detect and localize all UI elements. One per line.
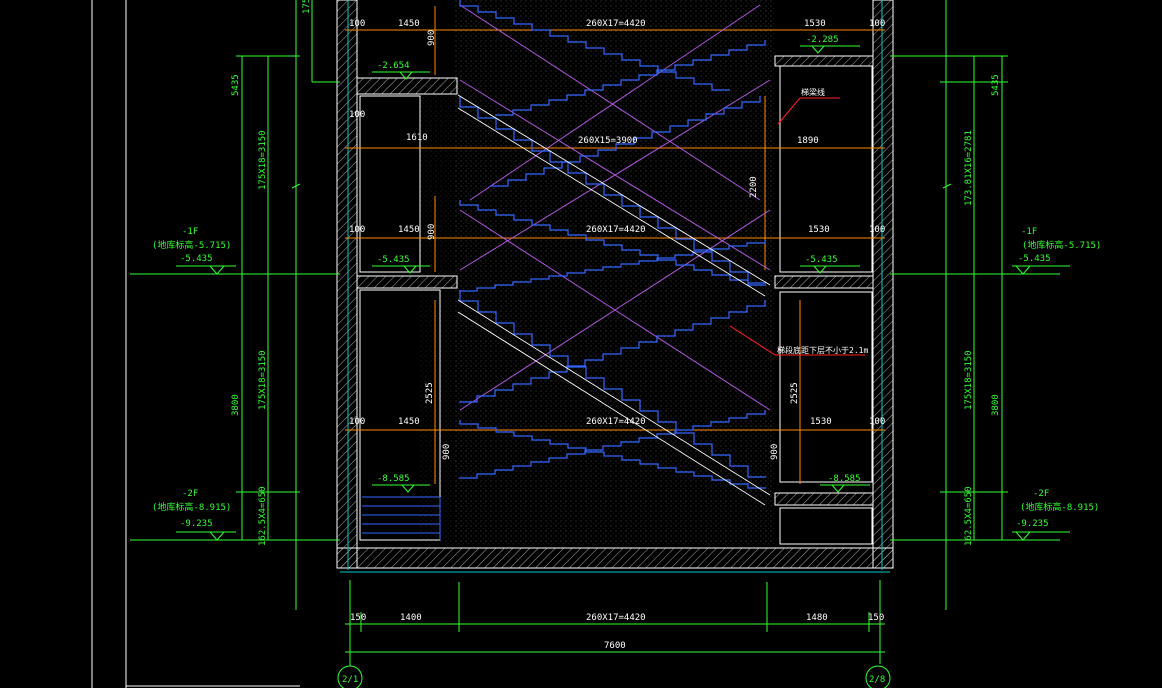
level-right-1f-elev: -5.435 bbox=[1018, 254, 1051, 264]
note-beam-line: 梯梁线 bbox=[801, 87, 825, 97]
stair-flights bbox=[459, 0, 766, 489]
dim-mid-run: 260X17=4420 bbox=[586, 225, 646, 235]
axis-right-label: 2/8 bbox=[869, 675, 885, 685]
flight-low-b bbox=[459, 300, 766, 403]
elev-5435-right-stair: -5.435 bbox=[805, 255, 838, 265]
flight-low-c bbox=[459, 420, 766, 489]
bottom-dimension-chain bbox=[345, 580, 885, 664]
dim-left-3150-upper: 175X18=3150 bbox=[258, 130, 268, 190]
stair-core-fill bbox=[455, 0, 775, 545]
elev-2285: -2.285 bbox=[806, 35, 839, 45]
axis-left-label: 2/1 bbox=[342, 675, 358, 685]
axis-bubbles bbox=[337, 664, 891, 688]
flight-top-a bbox=[459, 0, 730, 91]
level-right-1f-note: (地库标高-5.715) bbox=[1022, 239, 1101, 251]
walls bbox=[336, 0, 894, 569]
dim-left-3150-lower: 175X18=3150 bbox=[258, 350, 268, 410]
elevation-markers bbox=[176, 45, 1070, 541]
dim-um-1610: 1610 bbox=[406, 133, 428, 143]
dim-right-3800: 3800 bbox=[991, 394, 1001, 416]
dim-left-650: 162.5X4=650 bbox=[258, 486, 268, 546]
dim-bottom-run: 260X17=4420 bbox=[586, 613, 646, 623]
dim-top-100-right: 100 bbox=[869, 19, 885, 29]
right-dimension-chain bbox=[890, 0, 1060, 610]
dim-bottom-150-left: 150 bbox=[350, 613, 366, 623]
dim-low-900-left: 900 bbox=[442, 444, 452, 460]
dim-mid-100-left: 100 bbox=[349, 225, 365, 235]
elev-8585-left: -8.585 bbox=[377, 474, 410, 484]
level-left-2f-elev: -9.235 bbox=[180, 519, 213, 529]
flight-mid-b bbox=[459, 240, 766, 292]
left-dimension-chain bbox=[130, 0, 340, 610]
dim-low-1450: 1450 bbox=[398, 417, 420, 427]
dim-low-1530: 1530 bbox=[810, 417, 832, 427]
note-headroom: 梯段底距下层不小于2.1m bbox=[777, 345, 868, 355]
level-left-1f-note: (地库标高-5.715) bbox=[152, 239, 231, 251]
dim-right-5435: 5435 bbox=[991, 74, 1001, 96]
elev-5435-left-stair: -5.435 bbox=[377, 255, 410, 265]
dim-top-100-left: 100 bbox=[349, 19, 365, 29]
level-left-2f-name: -2F bbox=[182, 489, 198, 499]
dim-top-partial: 175 bbox=[302, 0, 312, 14]
dim-bottom-1480: 1480 bbox=[806, 613, 828, 623]
dim-mid-100-right: 100 bbox=[869, 225, 885, 235]
flight-um-a bbox=[459, 96, 766, 284]
dim-bottom-1400: 1400 bbox=[400, 613, 422, 623]
flight-low-d bbox=[459, 410, 766, 479]
dim-top-1530: 1530 bbox=[804, 19, 826, 29]
dim-low-2525-right: 2525 bbox=[790, 382, 800, 404]
dim-low-run: 260X17=4420 bbox=[586, 417, 646, 427]
diagonals bbox=[459, 4, 771, 411]
dim-low-100-left: 100 bbox=[349, 417, 365, 427]
viewport-frame bbox=[91, 0, 300, 688]
dim-mid-1530: 1530 bbox=[808, 225, 830, 235]
flight-um-b bbox=[490, 96, 761, 187]
dim-left-5435: 5435 bbox=[231, 74, 241, 96]
dim-low-100-right: 100 bbox=[869, 417, 885, 427]
level-right-2f-name: -2F bbox=[1033, 489, 1049, 499]
flight-mid-a bbox=[459, 200, 766, 286]
flight-low-a bbox=[459, 290, 766, 478]
level-right-1f-name: -1F bbox=[1021, 227, 1037, 237]
dim-bottom-150-right: 150 bbox=[868, 613, 884, 623]
dim-um-2200: 2200 bbox=[749, 176, 759, 198]
elev-8585-right: -8.585 bbox=[828, 474, 861, 484]
dim-right-650: 162.5X4=650 bbox=[964, 486, 974, 546]
dim-mid-1450: 1450 bbox=[398, 225, 420, 235]
dim-bottom-total: 7600 bbox=[604, 641, 626, 651]
dim-um-run: 260X15=3900 bbox=[578, 136, 638, 146]
dim-top-1450: 1450 bbox=[398, 19, 420, 29]
dim-um-100: 100 bbox=[349, 110, 365, 120]
flight-top-b bbox=[495, 40, 766, 116]
dim-low-2525-left: 2525 bbox=[425, 382, 435, 404]
level-left-1f-name: -1F bbox=[182, 227, 198, 237]
dim-right-3150-lower: 175X18=3150 bbox=[964, 350, 974, 410]
dim-mid-900: 900 bbox=[427, 224, 437, 240]
level-right-2f-note: (地库标高-8.915) bbox=[1020, 501, 1099, 513]
elev-2654: -2.654 bbox=[377, 61, 410, 71]
structure-lines bbox=[340, 0, 890, 573]
lower-left-steps bbox=[362, 496, 441, 540]
dim-right-2781: 173.81X16=2781 bbox=[964, 130, 974, 206]
dim-top-run: 260X17=4420 bbox=[586, 19, 646, 29]
level-left-1f-elev: -5.435 bbox=[180, 254, 213, 264]
stair-slabs bbox=[457, 94, 771, 506]
dim-top-900: 900 bbox=[427, 30, 437, 46]
level-right-2f-elev: -9.235 bbox=[1016, 519, 1049, 529]
dim-low-900-right: 900 bbox=[770, 444, 780, 460]
dim-left-3800: 3800 bbox=[231, 394, 241, 416]
level-left-2f-note: (地库标高-8.915) bbox=[152, 501, 231, 513]
dim-um-1890: 1890 bbox=[797, 136, 819, 146]
annotation-leaders bbox=[729, 97, 865, 356]
